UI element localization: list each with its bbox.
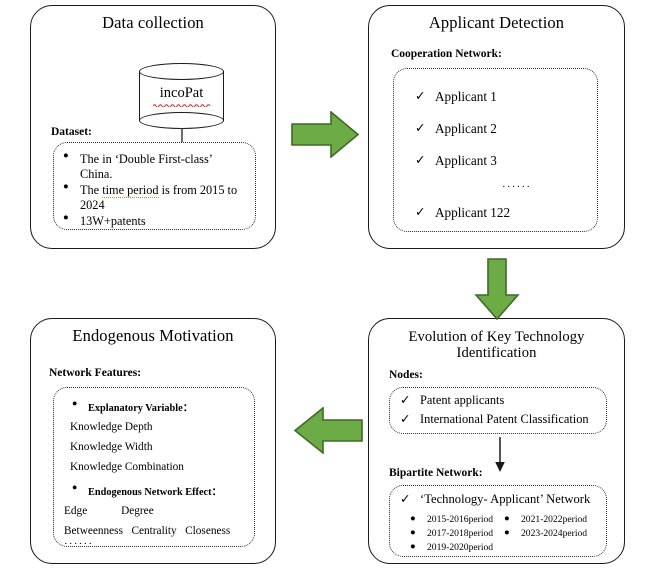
dataset-caption: Dataset: (51, 126, 92, 138)
network-features-caption: Network Features: (49, 367, 142, 379)
period-item: 2021-2022period (502, 513, 602, 527)
panel-evolution-title-line-2: Identification (456, 345, 537, 362)
period-list-column-2: 2021-2022period 2023-2024period (502, 513, 602, 542)
network-features-ellipsis: ······ (64, 538, 94, 550)
explanatory-variable-heading: Explanatory Variable： (66, 398, 193, 414)
bipartite-main-item: ‘Technology- Applicant’ Network (400, 492, 590, 507)
panel-endogenous-motivation-title: Endogenous Motivation (72, 326, 234, 345)
endogenous-network-effect-heading: Endogenous Network Effect： (66, 482, 222, 498)
period-item: 2019-2020period (408, 541, 508, 555)
dataset-item-2-underlined: time period (102, 183, 159, 198)
cylinder-bottom-ellipse (139, 112, 224, 129)
dataset-item-2-before: The (80, 183, 103, 197)
period-item: 2023-2024period (502, 527, 602, 541)
cylinder-top-ellipse (139, 63, 224, 80)
database-label: incoPat (159, 85, 204, 101)
explanatory-item: Knowledge Depth (70, 421, 153, 433)
applicant-item: Applicant 3 (415, 153, 497, 169)
arrow-right-green-icon (291, 111, 359, 158)
applicant-item-last: Applicant 122 (415, 205, 510, 221)
arrow-down-green-icon (474, 258, 520, 320)
dataset-box: The in ‘Double First-class’ China. The t… (53, 142, 256, 230)
dataset-list: The in ‘Double First-class’ China. The t… (61, 151, 247, 229)
bipartite-network-caption: Bipartite Network: (389, 467, 483, 479)
dataset-item: The time period is from 2015 to 2024 (61, 182, 247, 213)
panel-data-collection: Data collection incoPat Dataset: The in … (30, 5, 276, 249)
dataset-item: 13W+patents (61, 213, 247, 229)
effect-line-2: Betweenness Centrality Closeness (64, 525, 231, 537)
arrow-down-thin-icon (495, 437, 505, 472)
period-item: 2015-2016period (408, 513, 508, 527)
cylinder-body (139, 71, 224, 121)
dataset-item-2-after: is from 2015 to 2024 (80, 183, 238, 212)
network-features-box: Explanatory Variable： Knowledge Depth Kn… (53, 387, 255, 550)
panel-applicant-detection-title: Applicant Detection (428, 13, 565, 32)
node-item: International Patent Classification (400, 412, 589, 427)
applicant-list-ellipsis: ······ (502, 181, 532, 193)
explanatory-item: Knowledge Combination (70, 461, 184, 473)
node-item: Patent applicants (400, 393, 504, 408)
panel-endogenous-motivation: Endogenous Motivation Network Features: … (30, 318, 276, 564)
explanatory-item: Knowledge Width (70, 441, 153, 453)
period-list-column-1: 2015-2016period 2017-2018period 2019-202… (408, 513, 508, 556)
panel-evolution-title-line-1: Evolution of Key Technology (408, 329, 585, 345)
spellcheck-squiggle-icon (153, 104, 211, 107)
cooperation-network-caption: Cooperation Network: (391, 48, 502, 60)
arrow-left-green-icon (293, 407, 363, 454)
panel-evolution-key-technology: Evolution of Key Technology Identificati… (368, 318, 625, 564)
dataset-item: The in ‘Double First-class’ China. (61, 151, 247, 182)
nodes-caption: Nodes: (389, 369, 423, 381)
nodes-box: Patent applicants International Patent C… (389, 387, 607, 434)
database-cylinder-icon: incoPat (139, 63, 224, 129)
period-item: 2017-2018period (408, 527, 508, 541)
bipartite-box: ‘Technology- Applicant’ Network 2015-201… (389, 485, 607, 557)
panel-applicant-detection: Applicant Detection Cooperation Network:… (368, 5, 625, 249)
applicant-item: Applicant 1 (415, 89, 497, 105)
applicant-item: Applicant 2 (415, 121, 497, 137)
panel-data-collection-title: Data collection (102, 13, 204, 32)
effect-line-1: Edge Degree (64, 505, 154, 517)
applicant-list-box: Applicant 1 Applicant 2 Applicant 3 ····… (393, 68, 598, 232)
